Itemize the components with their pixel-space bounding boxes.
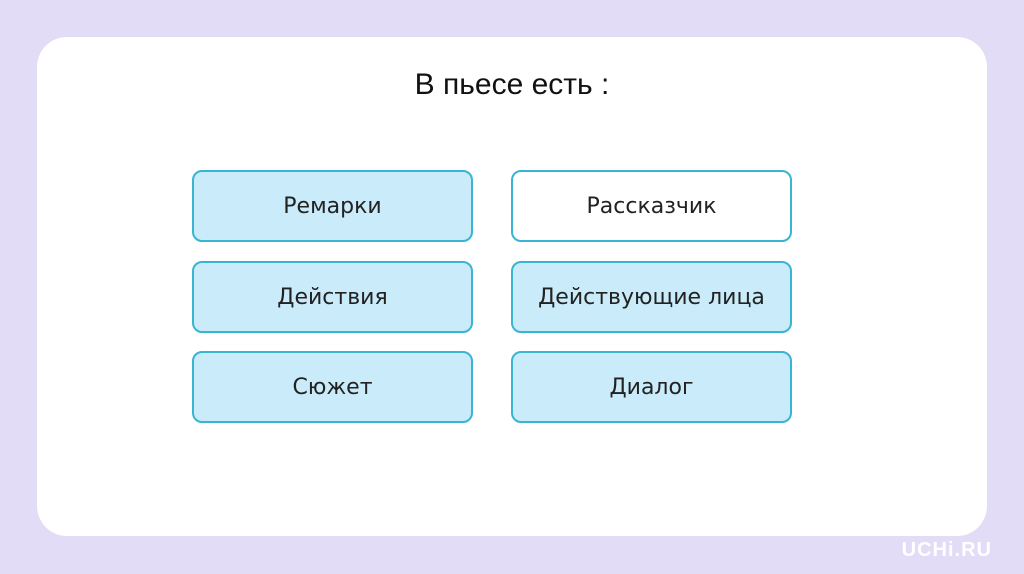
slide-card: В пьесе есть : Ремарки Рассказчик Действ… xyxy=(37,37,987,536)
option-deystvuyushchie-litsa[interactable]: Действующие лица xyxy=(511,261,792,333)
option-remarki[interactable]: Ремарки xyxy=(192,170,473,242)
option-label: Сюжет xyxy=(292,374,373,400)
option-label: Диалог xyxy=(609,374,694,400)
option-label: Действия xyxy=(277,284,388,310)
option-label: Ремарки xyxy=(283,193,382,219)
slide-title: В пьесе есть : xyxy=(414,68,610,101)
uchi-watermark: UCHi.RU xyxy=(901,539,992,561)
option-label: Действующие лица xyxy=(538,284,765,310)
option-syuzhet[interactable]: Сюжет xyxy=(192,351,473,423)
option-deystviya[interactable]: Действия xyxy=(192,261,473,333)
option-rasskazchik[interactable]: Рассказчик xyxy=(511,170,792,242)
option-label: Рассказчик xyxy=(586,193,717,219)
option-dialog[interactable]: Диалог xyxy=(511,351,792,423)
